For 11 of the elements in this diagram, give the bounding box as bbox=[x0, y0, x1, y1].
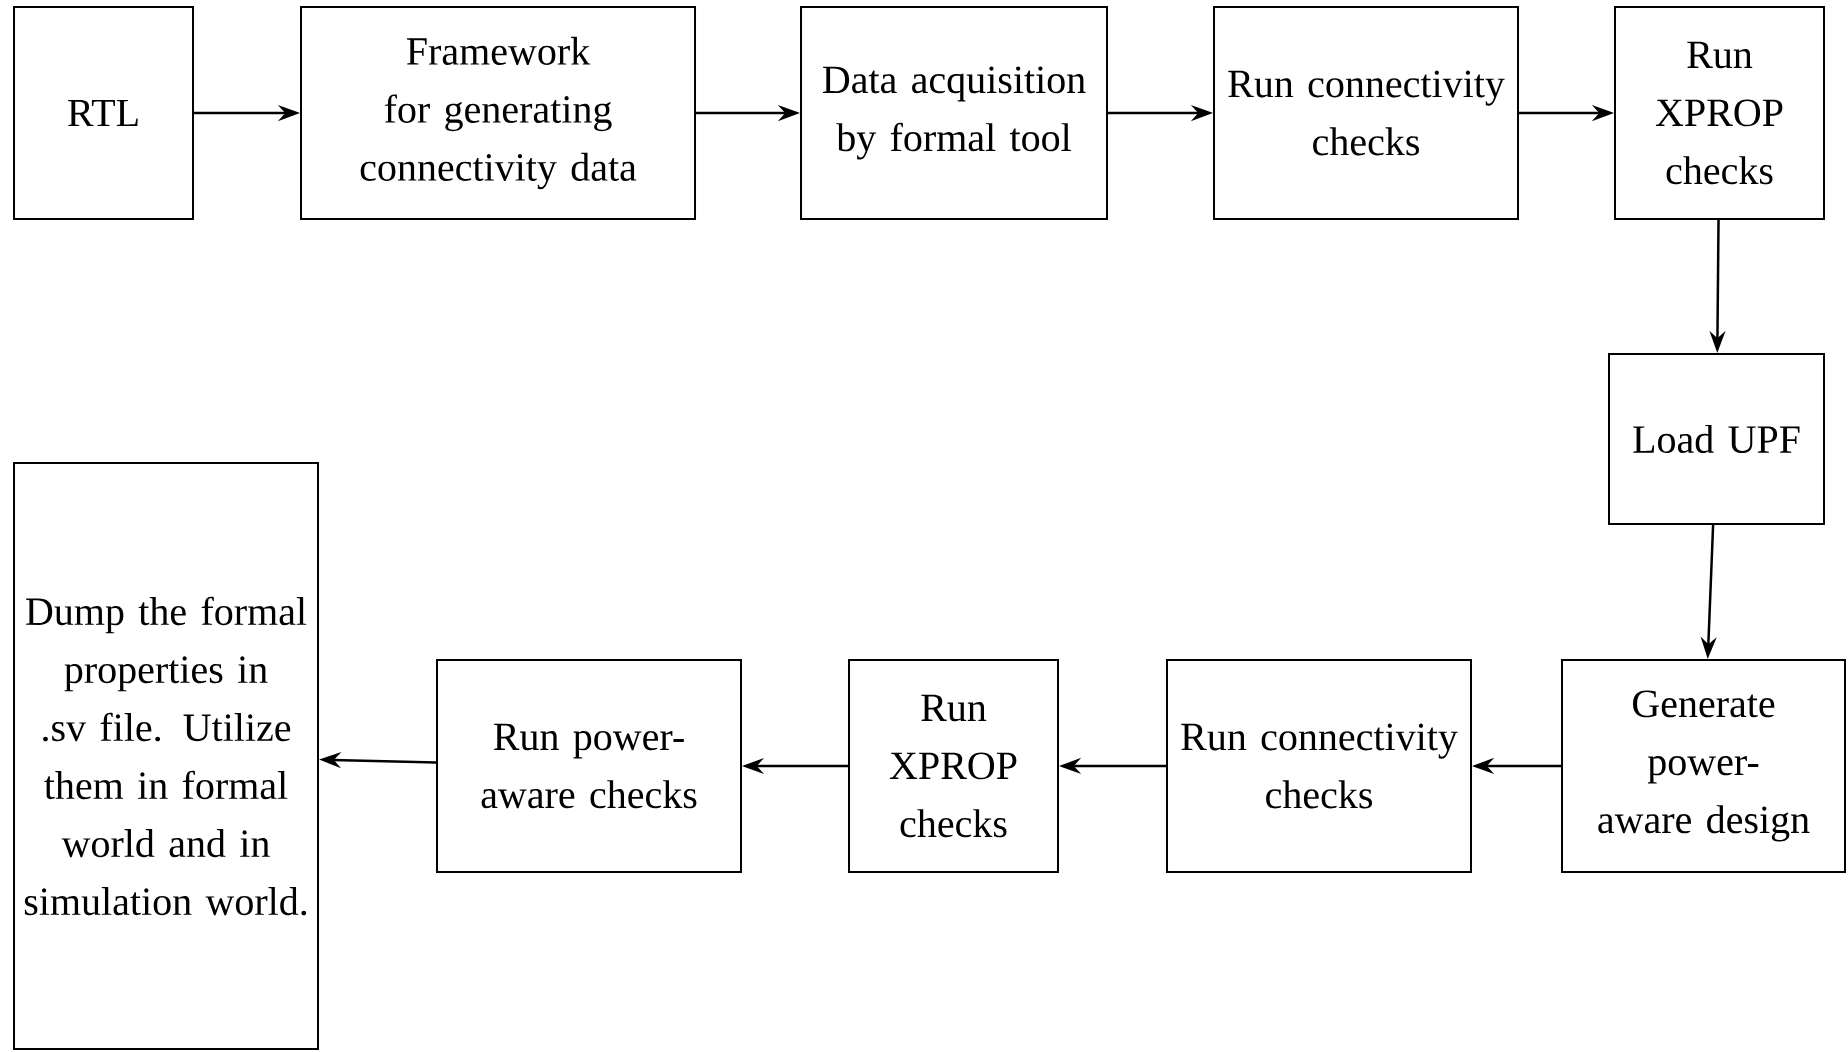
process-box: Run connectivity checks bbox=[1213, 6, 1519, 220]
process-box: Generate power-aware design bbox=[1561, 659, 1846, 873]
process-box: Run XPROP checks bbox=[848, 659, 1059, 873]
process-box: Framework for generating connectivity data bbox=[300, 6, 696, 220]
process-box: Dump the formal properties in .sv file. Utilize them in formal world and in simulation world. bbox=[13, 462, 319, 1050]
process-box: Run power-aware checks bbox=[436, 659, 742, 873]
process-box: Data acquisition by formal tool bbox=[800, 6, 1108, 220]
process-box: Run connectivity checks bbox=[1166, 659, 1472, 873]
process-box: Run XPROP checks bbox=[1614, 6, 1825, 220]
process-box: RTL bbox=[13, 6, 194, 220]
process-box: Load UPF bbox=[1608, 353, 1825, 525]
